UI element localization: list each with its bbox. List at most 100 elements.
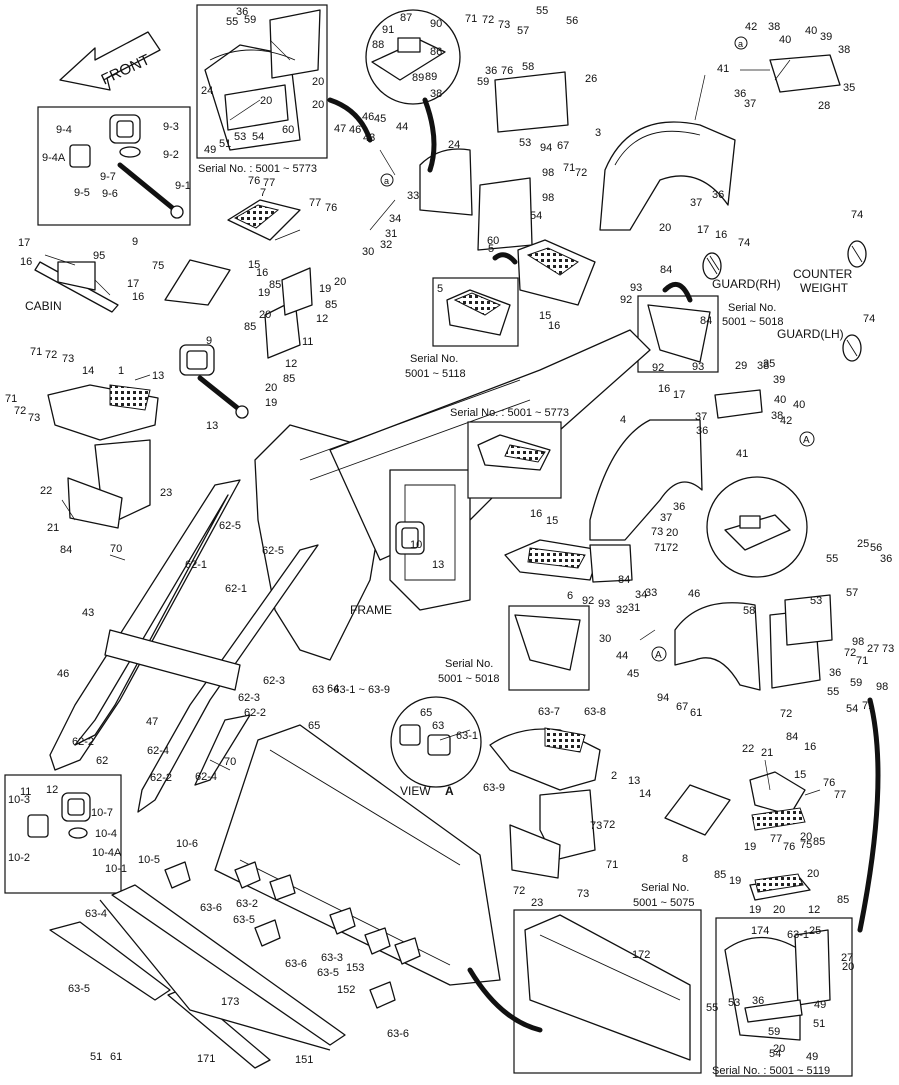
callout-number: 63-4 xyxy=(85,908,107,920)
sweep-arrow-bottom xyxy=(467,967,543,1033)
callout-number: 15 xyxy=(546,515,558,527)
bracket-75-left xyxy=(164,259,231,306)
callout-number: 62-2 xyxy=(150,772,172,784)
inset-item-9 xyxy=(37,106,191,226)
callout-number: 9-4 xyxy=(56,124,72,136)
callout-number: 59 xyxy=(477,76,489,88)
callout-number: 9-7 xyxy=(100,171,116,183)
callout-number: 53 xyxy=(728,997,740,1009)
callout-number: 30 xyxy=(599,633,611,645)
callout-number: 98 xyxy=(876,681,888,693)
callout-number: 53 xyxy=(519,137,531,149)
callout-number: 36 xyxy=(752,995,764,1007)
callout-number: 73 xyxy=(577,888,589,900)
callout-number: 71 xyxy=(563,162,575,174)
callout-number: 55 xyxy=(226,16,238,28)
callout-number: 71 xyxy=(30,346,42,358)
callout-number: 5 xyxy=(437,283,443,295)
callout-number: 17 xyxy=(673,389,685,401)
callout-number: 12 xyxy=(285,358,297,370)
callout-number: 16 xyxy=(548,320,560,332)
callout-number: 91 xyxy=(382,24,394,36)
callout-number: 62 xyxy=(96,755,108,767)
callout-number: 14 xyxy=(639,788,651,800)
callout-number: 12 xyxy=(316,313,328,325)
callout-number: 20 xyxy=(659,222,671,234)
callout-number: 36 xyxy=(673,501,685,513)
callout-number: 20 xyxy=(260,95,272,107)
callout-number: 23 xyxy=(531,897,543,909)
callout-number: 46 xyxy=(57,668,69,680)
callout-number: 23 xyxy=(160,487,172,499)
callout-number: 76 xyxy=(325,202,337,214)
callout-number: 94 xyxy=(540,142,552,154)
callout-number: 51 xyxy=(813,1018,825,1030)
callout-number: 19 xyxy=(258,287,270,299)
callout-number: 24 xyxy=(201,85,213,97)
serial-5018-right-a: Serial No. xyxy=(728,302,776,314)
callout-number: 20 xyxy=(842,961,854,973)
callout-number: 173 xyxy=(221,996,239,1008)
bracket-28 xyxy=(769,54,841,93)
callout-number: 63-6 xyxy=(285,958,307,970)
callout-number: 46 xyxy=(688,588,700,600)
callout-number: 62-5 xyxy=(219,520,241,532)
callout-number: 76 xyxy=(248,175,260,187)
callout-number: 32 xyxy=(380,239,392,251)
callout-number: 20 xyxy=(666,527,678,539)
callout-number: 15 xyxy=(539,310,551,322)
step-7 xyxy=(227,199,301,241)
callout-number: 55 xyxy=(826,553,838,565)
circle-a-marker-left: A xyxy=(651,646,667,662)
callout-number: 72 xyxy=(603,819,615,831)
callout-number: 16 xyxy=(530,508,542,520)
callout-number: 58 xyxy=(743,605,755,617)
callout-number: 55 xyxy=(706,1002,718,1014)
callout-number: 21 xyxy=(761,747,773,759)
callout-number: 59 xyxy=(244,14,256,26)
callout-number: 57 xyxy=(517,25,529,37)
callout-number: 13 xyxy=(628,775,640,787)
callout-number: 46 xyxy=(362,111,374,123)
view-a-label: VIEW xyxy=(400,784,431,798)
callout-number: 16 xyxy=(132,291,144,303)
callout-number: 74 xyxy=(851,209,863,221)
callout-number: 55 xyxy=(827,686,839,698)
callout-number: 10-2 xyxy=(8,852,30,864)
callout-number: 37 xyxy=(660,512,672,524)
callout-number: 90 xyxy=(430,18,442,30)
callout-number: 60 xyxy=(282,124,294,136)
callout-number: 10-4A xyxy=(92,847,122,859)
callout-number: 73 xyxy=(62,353,74,365)
callout-number: 16 xyxy=(658,383,670,395)
callout-number: 19 xyxy=(749,904,761,916)
callout-number: 63-5 xyxy=(317,967,339,979)
front-arrow-icon: FRONT xyxy=(59,31,161,91)
callout-number: 21 xyxy=(47,522,59,534)
serial-5773-mid: Serial No. : 5001 ~ 5773 xyxy=(450,407,569,419)
callout-number: 12 xyxy=(808,904,820,916)
callout-number: 74 xyxy=(738,237,750,249)
callout-number: 36 xyxy=(829,667,841,679)
callout-number: 84 xyxy=(660,264,672,276)
callout-number: 85 xyxy=(244,321,256,333)
callout-number: 53 xyxy=(810,595,822,607)
callout-number: 84 xyxy=(786,731,798,743)
callout-number: 70 xyxy=(110,543,122,555)
callout-number: 63-2 xyxy=(236,898,258,910)
callout-number: 95 xyxy=(93,250,105,262)
inset-serial-5773-top xyxy=(196,4,328,159)
callout-number: 10-7 xyxy=(91,807,113,819)
callout-number: 37 xyxy=(744,98,756,110)
callout-number: 84 xyxy=(618,574,630,586)
counter-weight-label-2: WEIGHT xyxy=(800,281,849,295)
guard-lh-icon xyxy=(842,334,862,362)
callout-number: 61 xyxy=(110,1051,122,1063)
callout-number: 41 xyxy=(736,448,748,460)
serial-5018-right-b: 5001 ~ 5018 xyxy=(722,316,783,328)
callout-number: 84 xyxy=(60,544,72,556)
callout-number: 9 xyxy=(206,335,212,347)
callout-number: 40 xyxy=(779,34,791,46)
callout-number: 37 xyxy=(695,411,707,423)
